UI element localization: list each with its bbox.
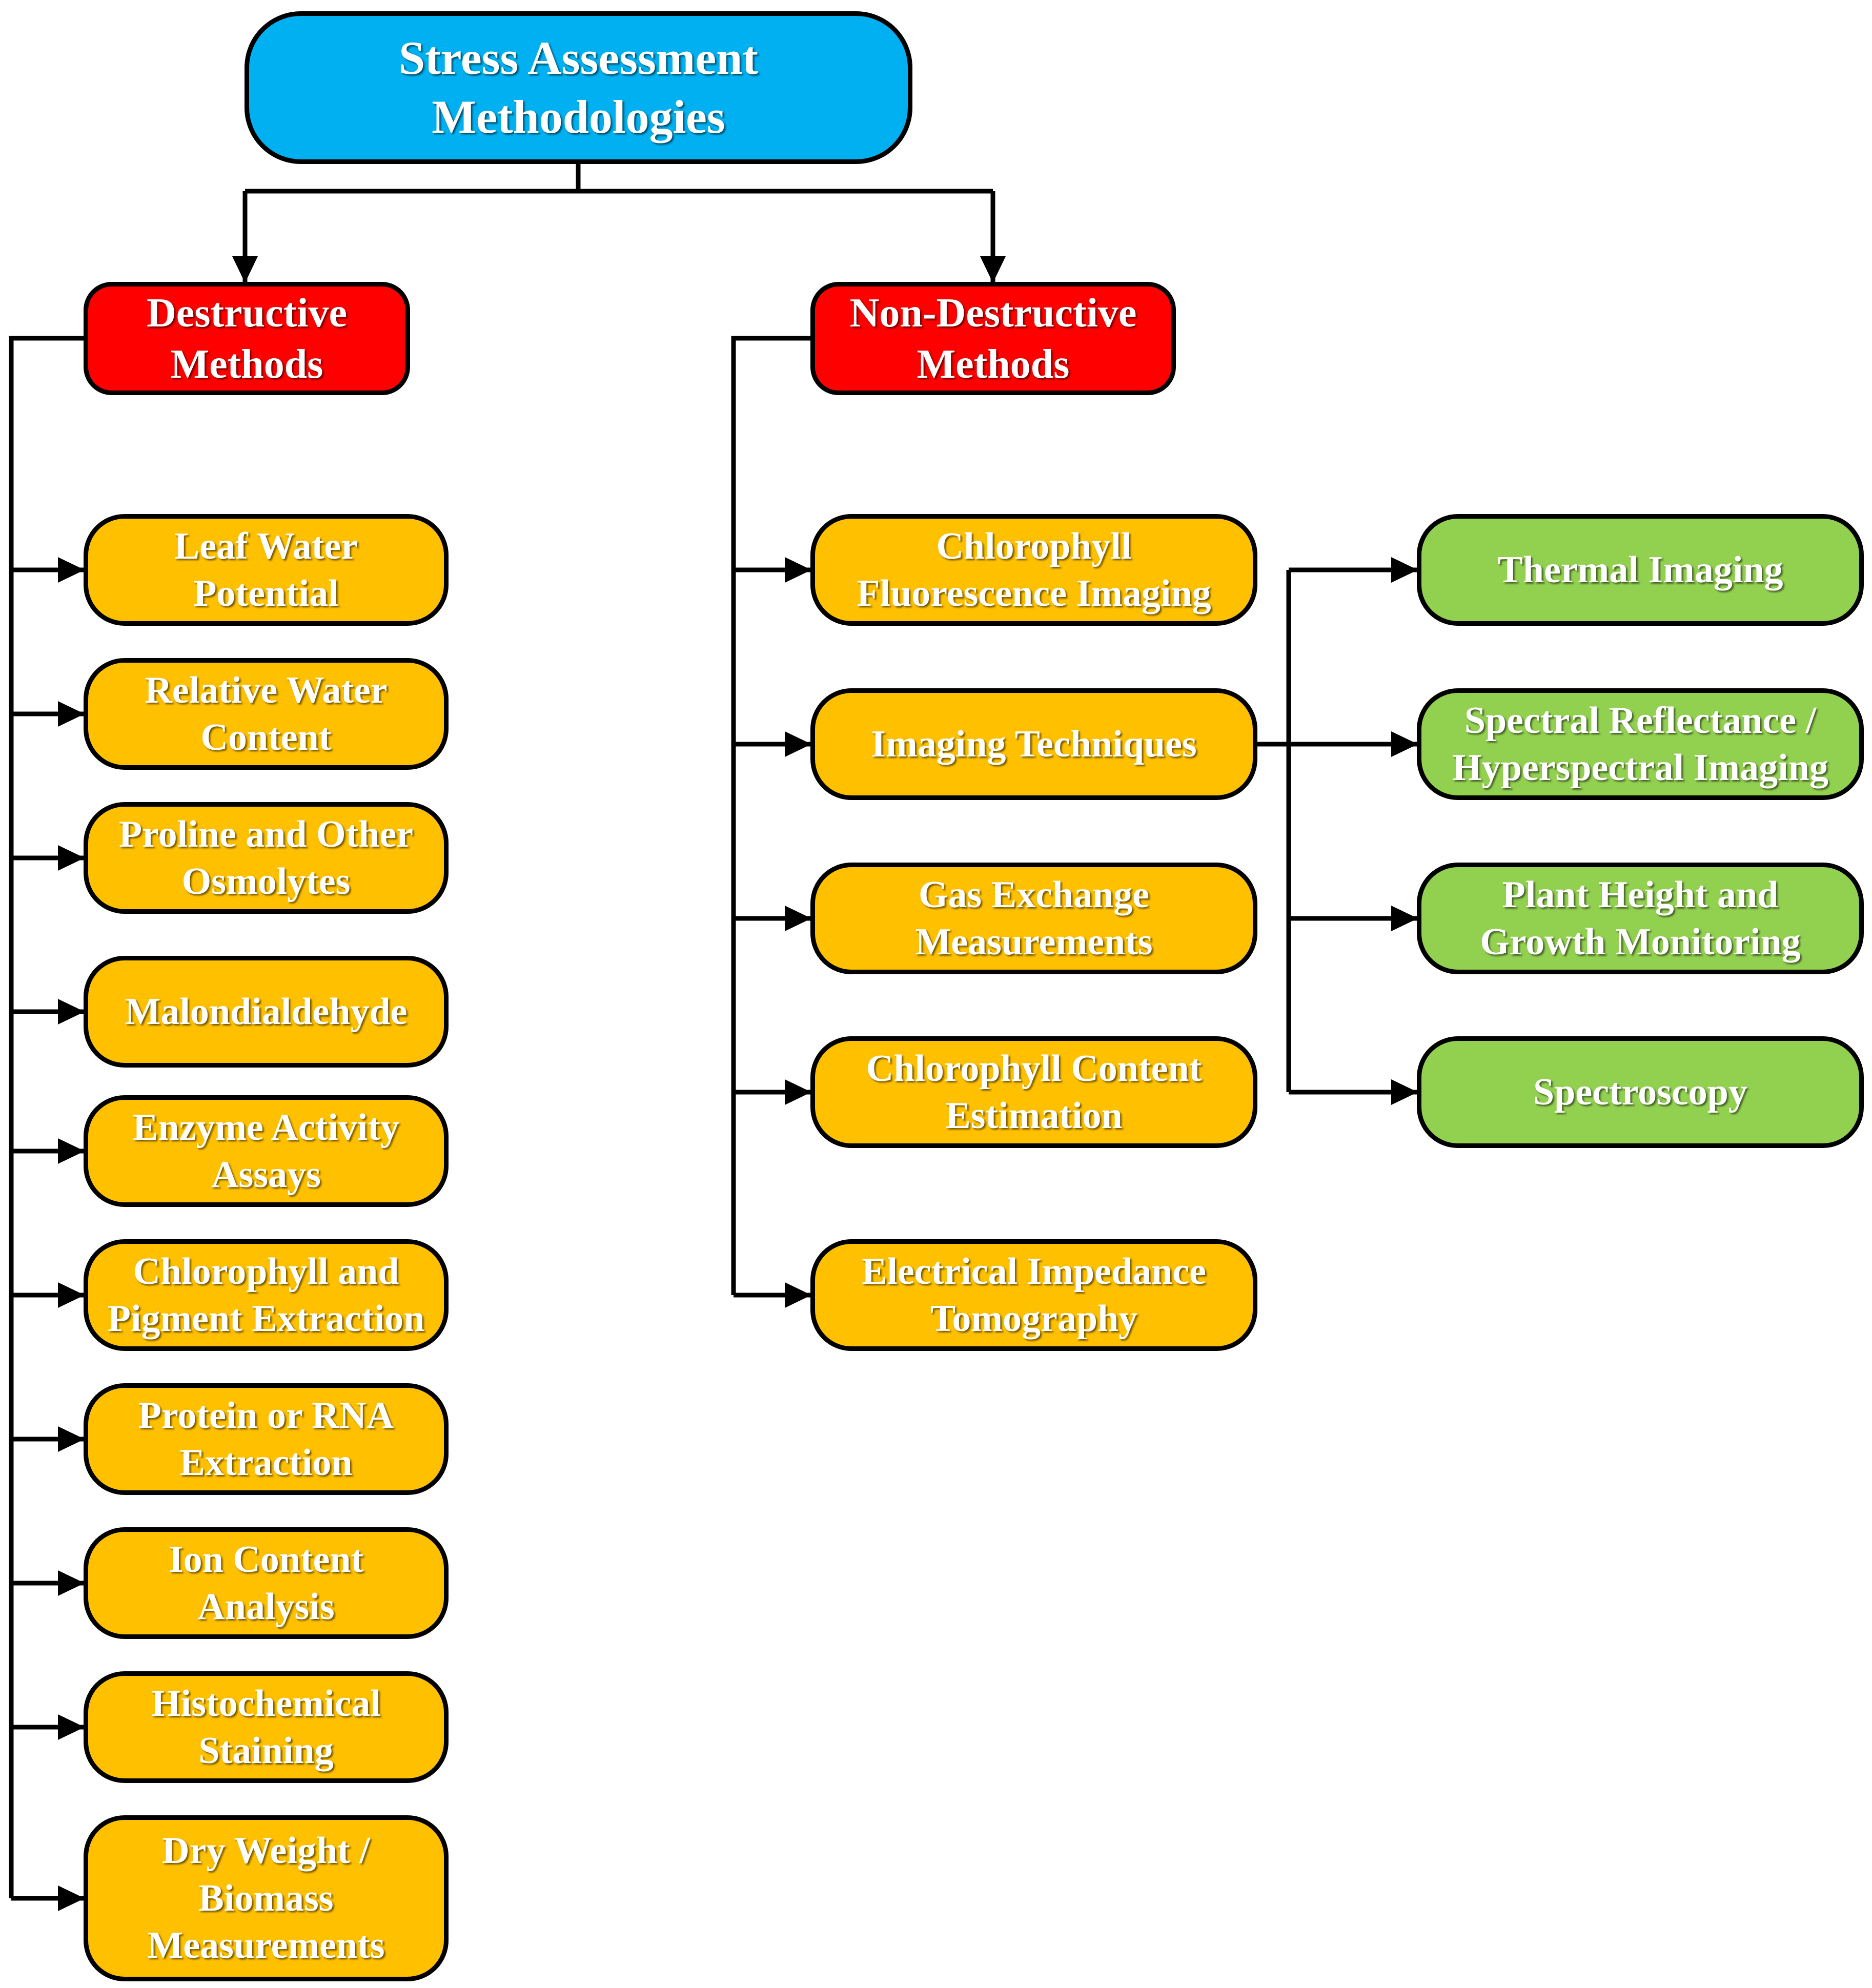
root-node-stress-assessment-methodologies: Stress Assessment Methodologies: [245, 11, 912, 164]
destructive-method-node: Proline and Other Osmolytes: [84, 802, 449, 914]
destructive-method-node: Relative Water Content: [84, 658, 449, 770]
destructive-trunk-connector: [9, 336, 84, 1898]
destructive-method-node: Ion Content Analysis: [84, 1527, 449, 1639]
imaging-technique-node: Spectral Reflectance / Hyperspectral Ima…: [1417, 688, 1864, 800]
destructive-method-node: Leaf Water Potential: [84, 514, 449, 626]
non-destructive-method-node-imaging-techniques: Imaging Techniques: [810, 688, 1257, 800]
non-destructive-method-node: Electrical Impedance Tomography: [810, 1239, 1257, 1351]
imaging-technique-node: Spectroscopy: [1417, 1036, 1864, 1148]
category-node-destructive-methods: Destructive Methods: [84, 282, 410, 395]
non-destructive-trunk-connector: [731, 336, 810, 1295]
category-node-non-destructive-methods: Non-Destructive Methods: [810, 282, 1176, 395]
destructive-method-node: Chlorophyll and Pigment Extraction: [84, 1239, 449, 1351]
non-destructive-method-node: Chlorophyll Content Estimation: [810, 1036, 1257, 1148]
imaging-technique-node: Plant Height and Growth Monitoring: [1417, 863, 1864, 974]
destructive-method-node: Malondialdehyde: [84, 956, 449, 1068]
non-destructive-method-node: Gas Exchange Measurements: [810, 863, 1257, 974]
destructive-method-node: Histochemical Staining: [84, 1671, 449, 1783]
destructive-method-node: Protein or RNA Extraction: [84, 1383, 449, 1495]
destructive-method-node: Enzyme Activity Assays: [84, 1095, 449, 1207]
imaging-technique-node: Thermal Imaging: [1417, 514, 1864, 626]
destructive-method-node: Dry Weight / Biomass Measurements: [84, 1815, 449, 1981]
non-destructive-method-node: Chlorophyll Fluorescence Imaging: [810, 514, 1257, 626]
